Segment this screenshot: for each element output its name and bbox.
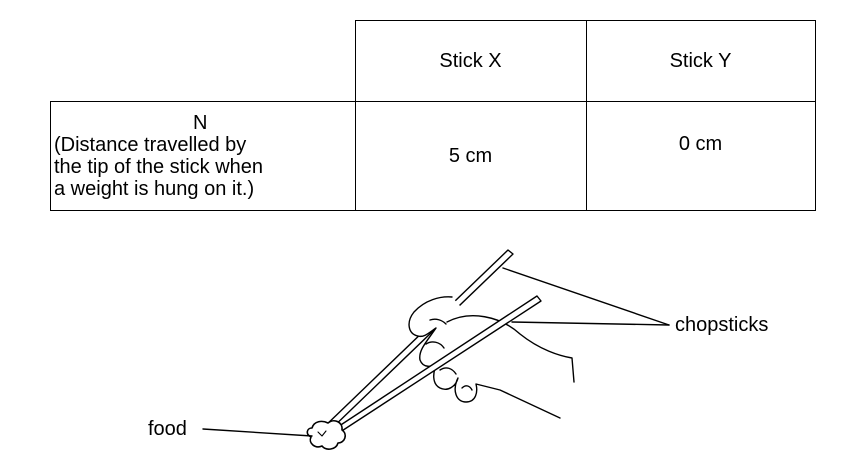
finger-crease (425, 341, 445, 349)
hand-outline (408, 296, 575, 419)
value-stick-y: 0 cm (585, 101, 816, 211)
empty-corner-cell (50, 20, 356, 102)
header-stick-y: Stick Y (585, 20, 816, 102)
finger-crease (429, 318, 447, 325)
finger-crease (439, 367, 457, 375)
row-description-line-2: the tip of the stick when (54, 156, 264, 178)
row-label-n: N (193, 112, 208, 134)
value-stick-x: 5 cm (354, 101, 587, 211)
results-table: Stick X Stick Y N (Distance travelled by… (50, 20, 816, 211)
table-row: N (Distance travelled by the tip of the … (50, 101, 816, 211)
leader-line-chopsticks-upper (502, 267, 670, 326)
food-piece (306, 420, 347, 450)
label-food: food (148, 418, 187, 440)
label-chopsticks: chopsticks (675, 314, 769, 336)
row-description-line-3: a weight is hung on it.) (54, 178, 255, 200)
leader-line-chopsticks-lower (511, 321, 670, 326)
finger-crease (461, 385, 473, 391)
leader-line-food (202, 428, 313, 437)
table-header-row: Stick X Stick Y (50, 20, 816, 102)
row-description-line-1: (Distance travelled by (54, 134, 247, 156)
food-detail (317, 430, 327, 437)
row-label-cell: N (Distance travelled by the tip of the … (50, 101, 356, 211)
